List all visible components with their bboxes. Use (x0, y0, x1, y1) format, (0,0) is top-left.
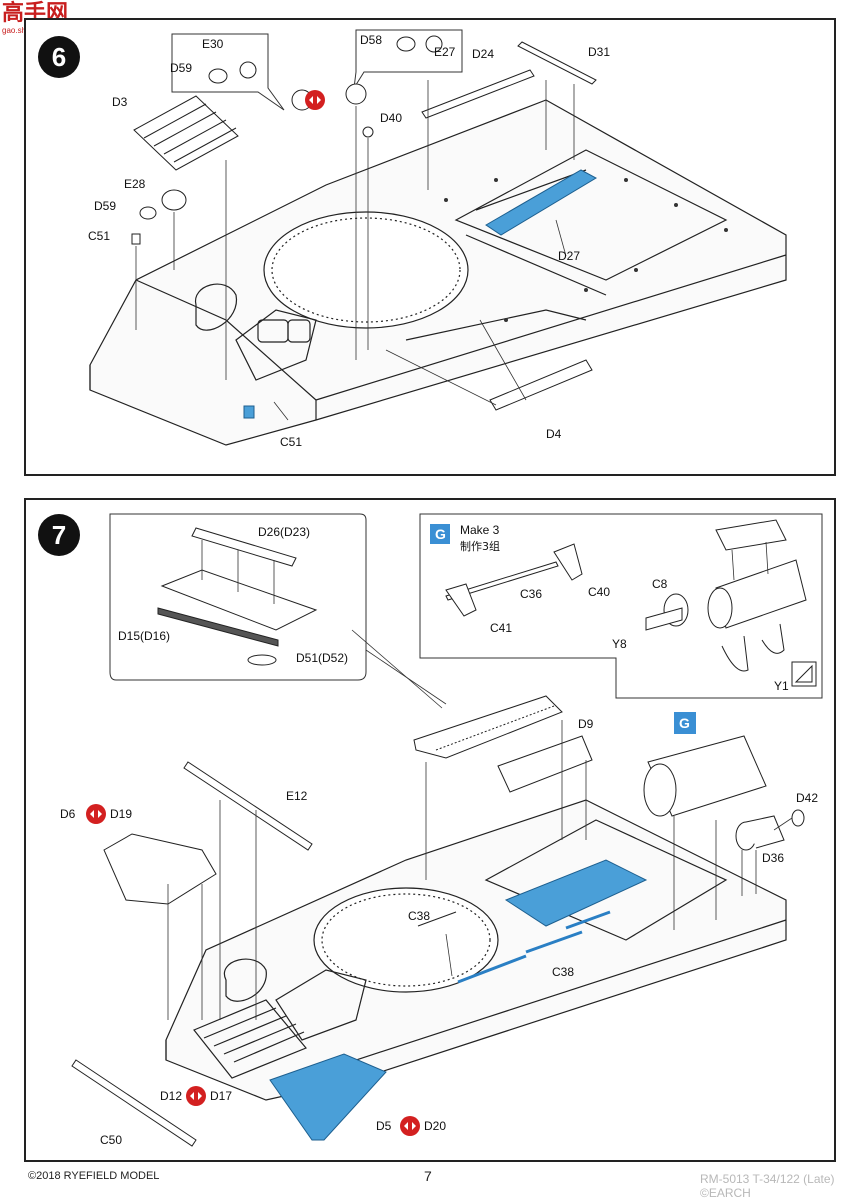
label-d4: D4 (546, 427, 562, 441)
label-d40: D40 (380, 111, 402, 125)
label-e27: E27 (434, 45, 456, 59)
label-d42: D42 (796, 791, 818, 805)
step-7-panel: 7 G (24, 498, 836, 1162)
step-7-illustration: G (60, 513, 823, 1147)
label-d9: D9 (578, 717, 594, 731)
optional-icon-d6-d19 (86, 804, 106, 824)
label-d3: D3 (112, 95, 128, 109)
label-y8: Y8 (612, 637, 627, 651)
label-d59b: D59 (94, 199, 116, 213)
label-d17: D17 (210, 1089, 232, 1103)
step-6-illustration: E30 D59 D58 E27 D24 D31 D3 D40 E28 D59 C… (88, 29, 787, 449)
label-d19: D19 (110, 807, 132, 821)
label-make-cn: 制作3组 (460, 539, 500, 553)
page-number: 7 (424, 1168, 432, 1184)
label-d20: D20 (424, 1119, 446, 1133)
label-e12: E12 (286, 789, 308, 803)
inset-g-letter: G (435, 526, 446, 542)
label-d12: D12 (160, 1089, 182, 1103)
main-g-letter: G (679, 715, 690, 731)
label-y1: Y1 (774, 679, 789, 693)
g-badge-main (674, 712, 696, 734)
label-d58: D58 (360, 33, 382, 47)
label-c51b: C51 (280, 435, 302, 449)
step-6-badge: 6 (38, 36, 80, 78)
label-c41: C41 (490, 621, 512, 635)
label-c8: C8 (652, 577, 668, 591)
label-e28: E28 (124, 177, 146, 191)
label-make-3: Make 3 (460, 523, 500, 537)
step-6-panel: 6 (24, 18, 836, 476)
label-d51-d52: D51(D52) (296, 651, 348, 665)
label-d26-d23: D26(D23) (258, 525, 310, 539)
copyright-text: ©2018 RYEFIELD MODEL (28, 1170, 160, 1182)
label-c50: C50 (100, 1133, 122, 1147)
label-c36: C36 (520, 587, 542, 601)
label-d36: D36 (762, 851, 784, 865)
label-d5: D5 (376, 1119, 392, 1133)
step-7-badge: 7 (38, 514, 80, 556)
watermark-bottom-right: RM-5013 T-34/122 (Late) ©EARCH (700, 1172, 835, 1200)
label-d15-d16: D15(D16) (118, 629, 170, 643)
label-d27: D27 (558, 249, 580, 263)
label-d59a: D59 (170, 61, 192, 75)
label-c38b: C38 (552, 965, 574, 979)
g-badge-inset (430, 524, 450, 544)
label-e30: E30 (202, 37, 224, 51)
label-c51a: C51 (88, 229, 110, 243)
label-c38a: C38 (408, 909, 430, 923)
optional-icon-step6 (305, 90, 325, 110)
label-d24: D24 (472, 47, 494, 61)
optional-icon-d5-d20 (400, 1116, 420, 1136)
label-d31: D31 (588, 45, 610, 59)
label-c40: C40 (588, 585, 610, 599)
label-d6: D6 (60, 807, 76, 821)
optional-icon-d12-d17 (186, 1086, 206, 1106)
